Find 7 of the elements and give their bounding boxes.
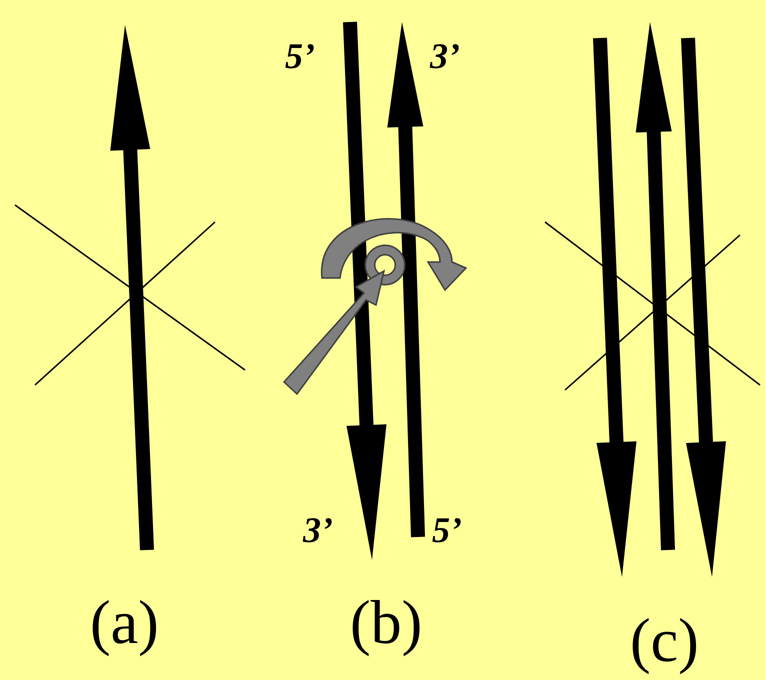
panel-label: (a) (90, 592, 159, 654)
panel-label: (b) (350, 592, 422, 654)
end-label: 3’ (430, 38, 460, 74)
end-label: 5’ (432, 512, 462, 548)
end-label: 5’ (285, 38, 315, 74)
end-label: 3’ (303, 512, 333, 548)
panel-label: (c) (630, 610, 699, 672)
